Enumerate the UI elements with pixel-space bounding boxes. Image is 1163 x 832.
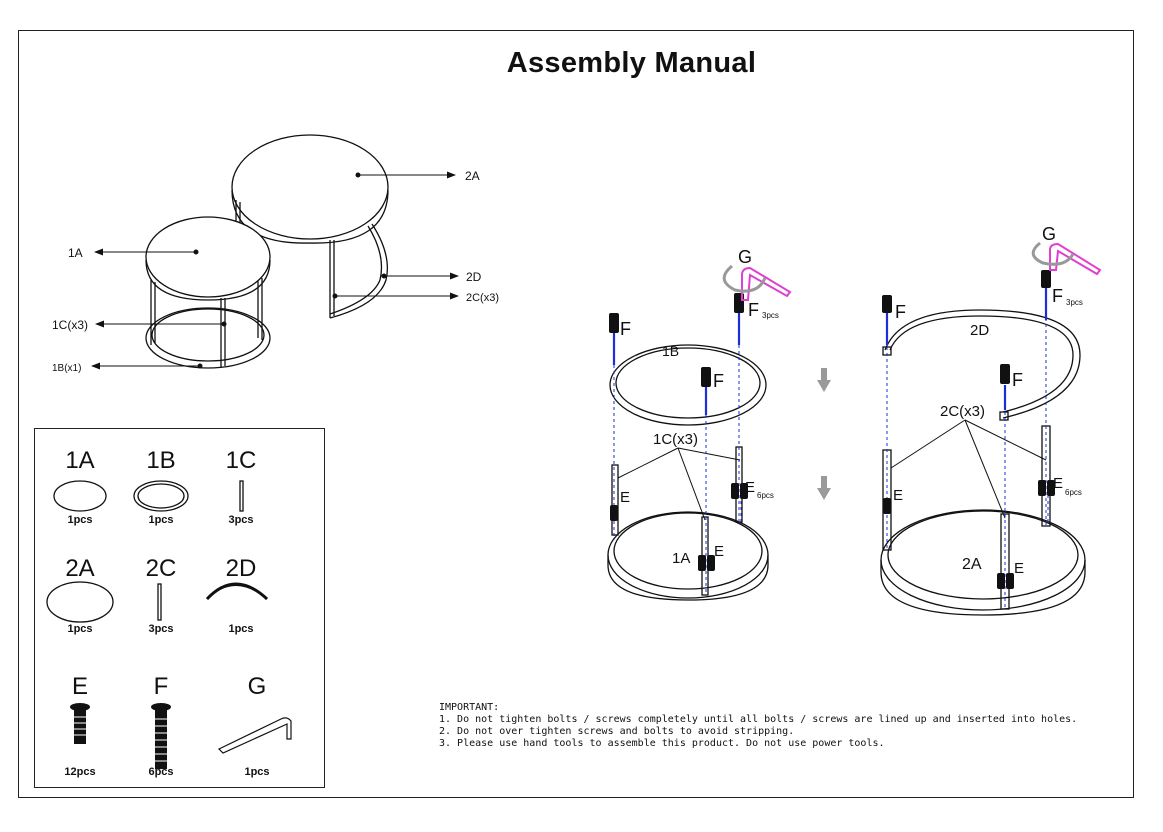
part-f-name: F [153,673,169,700]
part-2c-qty: 3pcs [148,623,174,635]
part-e-name: E [71,673,88,700]
a1-f-top-qty: 3pcs [762,311,779,320]
part-2d-qty: 1pcs [228,623,254,635]
a2-f-top-label: F [1052,286,1063,306]
a1-ring-label: 1B [662,343,679,359]
page-frame [18,30,1134,798]
a2-e-left-label: E [893,487,903,504]
a2-legs-label: 2C(x3) [940,403,985,420]
a1-e-right-label: E [745,479,755,496]
part-1a-name: 1A [65,447,95,474]
a1-f-top-label: F [748,300,759,320]
assembly-step-large-table [880,241,1102,616]
overview-callouts [91,171,459,370]
a1-top-label: 1A [672,550,690,567]
note-item: 1. Do not tighten bolts / screws complet… [439,714,1078,725]
a2-f-mid-label: F [1012,370,1023,390]
part-2a-name: 2A [65,555,95,582]
part-1b-name: 1B [146,447,176,474]
label-2d: 2D [466,270,482,284]
part-1a-icon [53,480,107,512]
note-item: 3. Please use hand tools to assemble thi… [439,738,885,749]
a2-top-label: 2A [962,556,982,573]
assembly-step-small-table [607,264,792,601]
parts-illustrations [46,480,292,769]
page-title: Assembly Manual [506,47,757,79]
part-e-qty: 12pcs [64,766,96,778]
part-2d-name: 2D [225,555,257,582]
part-1b-qty: 1pcs [148,514,174,526]
part-2a-qty: 1pcs [67,623,93,635]
label-1a: 1A [68,246,83,260]
part-g-qty: 1pcs [244,766,270,778]
label-2c: 2C(x3) [466,292,499,304]
part-1c-qty: 3pcs [228,514,254,526]
a2-g-label: G [1042,224,1056,244]
a1-e-left-label: E [620,489,630,506]
part-g-name: G [247,673,267,700]
label-2a: 2A [465,169,480,183]
a1-f-mid-label: F [713,371,724,391]
a2-e-right-label: E [1053,475,1063,492]
step-arrows [817,368,831,500]
a2-ring-label: 2D [970,322,989,339]
a2-f-left-label: F [895,302,906,322]
a2-e-right-qty: 6pcs [1065,488,1082,497]
overview-illustration [145,134,389,369]
part-2c-name: 2C [145,555,177,582]
part-1a-qty: 1pcs [67,514,93,526]
important-notes: IMPORTANT:1. Do not tighten bolts / scre… [439,702,1077,750]
a1-f-left-label: F [620,319,631,339]
note-item: 2. Do not over tighten screws and bolts … [439,726,795,737]
a1-g-label: G [738,247,752,267]
a1-e-bottom-label: E [714,543,724,560]
part-f-qty: 6pcs [148,766,174,778]
parts-list: 1A 1pcs 1B 1pcs 1C 3pcs 2A 1pcs 2C 3pcs … [34,428,325,788]
label-1b: 1B(x1) [52,363,81,374]
a1-legs-label: 1C(x3) [653,431,698,448]
label-1c: 1C(x3) [52,318,88,332]
a2-e-bottom-label: E [1014,560,1024,577]
a1-e-right-qty: 6pcs [757,491,774,500]
part-1c-name: 1C [225,447,257,474]
notes-heading: IMPORTANT: [439,702,500,713]
a2-f-top-qty: 3pcs [1066,298,1083,307]
